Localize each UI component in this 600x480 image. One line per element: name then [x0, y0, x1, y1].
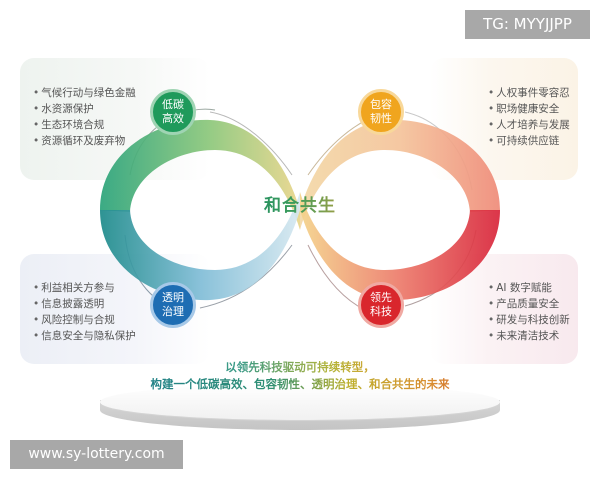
- list-item: 未来清洁技术: [488, 328, 570, 344]
- badge-label-line2: 韧性: [370, 112, 392, 125]
- center-title: 和合共生: [240, 191, 360, 216]
- list-item: 信息安全与隐私保护: [33, 328, 136, 344]
- list-low-carbon: 气候行动与绿色金融 水资源保护 生态环境合规 资源循环及废弃物: [33, 85, 136, 149]
- list-item: 气候行动与绿色金融: [33, 85, 136, 101]
- list-item: 资源循环及废弃物: [33, 133, 136, 149]
- list-item: 产品质量安全: [488, 296, 570, 312]
- panel-low-carbon: 气候行动与绿色金融 水资源保护 生态环境合规 资源循环及废弃物: [20, 58, 210, 180]
- slogan-line-2: 构建一个低碳高效、包容韧性、透明治理、和合共生的未来: [0, 376, 600, 392]
- list-leading-tech: AI 数字赋能 产品质量安全 研发与科技创新 未来清洁技术: [488, 280, 570, 344]
- list-inclusive: 人权事件零容忍 职场健康安全 人才培养与发展 可持续供应链: [488, 85, 570, 149]
- list-item: 研发与科技创新: [488, 312, 570, 328]
- list-item: 信息披露透明: [33, 296, 136, 312]
- badge-label-line2: 高效: [162, 112, 184, 125]
- list-item: AI 数字赋能: [488, 280, 570, 296]
- badge-label-line1: 低碳: [162, 98, 184, 111]
- badge-leading-tech: 领先 科技: [358, 282, 404, 328]
- slogan-line-1: 以领先科技驱动可持续转型，: [0, 359, 600, 375]
- list-transparent: 利益相关方参与 信息披露透明 风险控制与合规 信息安全与隐私保护: [33, 280, 136, 344]
- badge-transparent: 透明 治理: [150, 282, 196, 328]
- badge-label-line1: 包容: [370, 98, 392, 111]
- list-item: 人才培养与发展: [488, 117, 570, 133]
- badge-inclusive: 包容 韧性: [358, 89, 404, 135]
- list-item: 生态环境合规: [33, 117, 136, 133]
- list-item: 职场健康安全: [488, 101, 570, 117]
- watermark-top: TG: MYYJJPP: [465, 10, 590, 39]
- badge-label-line2: 科技: [370, 305, 392, 318]
- list-item: 人权事件零容忍: [488, 85, 570, 101]
- list-item: 风险控制与合规: [33, 312, 136, 328]
- list-item: 可持续供应链: [488, 133, 570, 149]
- badge-label-line1: 领先: [370, 291, 392, 304]
- badge-low-carbon: 低碳 高效: [150, 89, 196, 135]
- watermark-bottom: www.sy-lottery.com: [10, 440, 183, 469]
- badge-label-line2: 治理: [162, 305, 184, 318]
- list-item: 利益相关方参与: [33, 280, 136, 296]
- panel-inclusive: 人权事件零容忍 职场健康安全 人才培养与发展 可持续供应链: [430, 58, 578, 180]
- list-item: 水资源保护: [33, 101, 136, 117]
- badge-label-line1: 透明: [162, 291, 184, 304]
- stage-base-top: [100, 384, 500, 420]
